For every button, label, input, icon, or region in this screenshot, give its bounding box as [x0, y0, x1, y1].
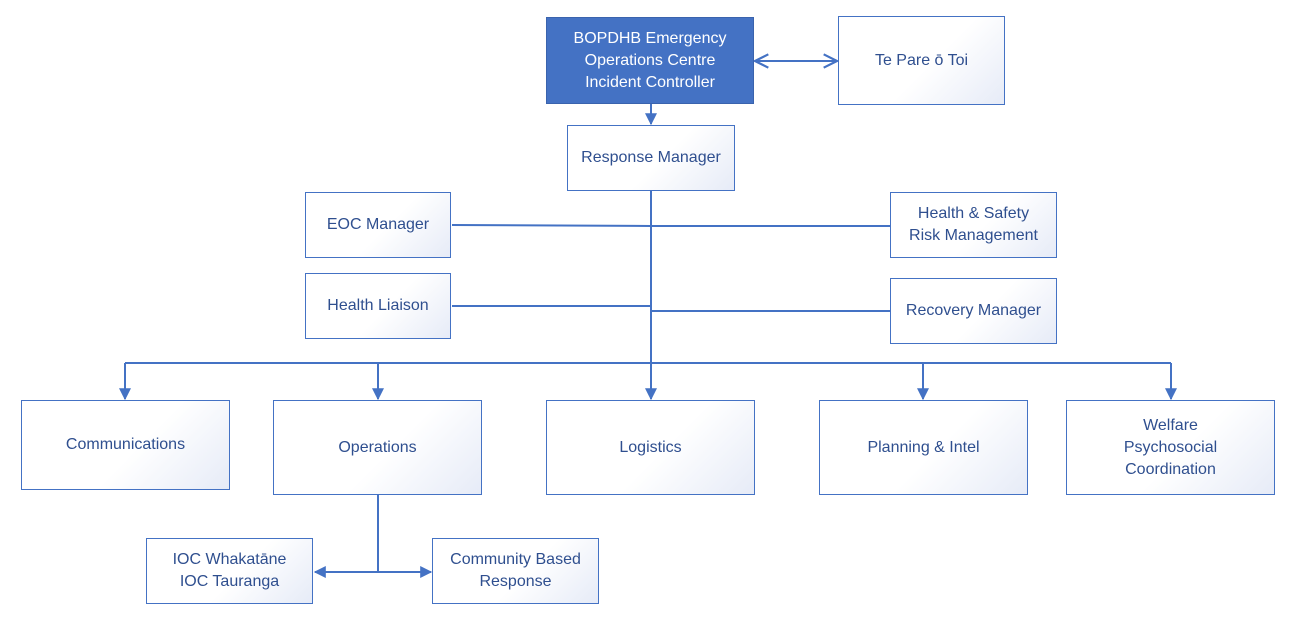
response-manager-box[interactable]: Response Manager: [567, 125, 735, 191]
eoc-manager-label: EOC Manager: [326, 216, 430, 233]
health-safety-box[interactable]: Health & Safety Risk Management: [890, 192, 1057, 258]
response-manager-label: Response Manager: [581, 149, 721, 166]
planning-intel-label: Planning & Intel: [867, 438, 980, 456]
eoc-manager-connector: [451, 224, 652, 227]
logistics-box[interactable]: Logistics: [546, 400, 755, 495]
eoc-manager-box[interactable]: EOC Manager: [305, 192, 451, 258]
health-liaison-label: Health Liaison: [327, 297, 429, 314]
community-response-label: Community Based Response: [450, 551, 581, 590]
logistics-label: Logistics: [619, 438, 682, 456]
welfare-box[interactable]: Welfare Psychosocial Coordination: [1066, 400, 1275, 495]
planning-intel-box[interactable]: Planning & Intel: [819, 400, 1028, 495]
health-liaison-box[interactable]: Health Liaison: [305, 273, 451, 339]
communications-label: Communications: [65, 436, 186, 453]
incident-controller-label: BOPDHB Emergency Operations Centre Incid…: [573, 29, 727, 91]
recovery-manager-box[interactable]: Recovery Manager: [890, 278, 1057, 344]
community-response-box[interactable]: Community Based Response: [432, 538, 599, 604]
recovery-manager-label: Recovery Manager: [905, 302, 1042, 319]
health-safety-label: Health & Safety Risk Management: [909, 205, 1038, 244]
welfare-label: Welfare Psychosocial Coordination: [1123, 416, 1218, 478]
incident-controller-box[interactable]: BOPDHB Emergency Operations Centre Incid…: [546, 17, 754, 104]
ioc-box[interactable]: IOC Whakatāne IOC Tauranga: [146, 538, 313, 604]
ioc-label: IOC Whakatāne IOC Tauranga: [172, 551, 287, 590]
te-pare-label: Te Pare ō Toi: [874, 51, 969, 69]
operations-box[interactable]: Operations: [273, 400, 482, 495]
communications-box[interactable]: Communications: [21, 400, 230, 490]
operations-label: Operations: [338, 438, 417, 456]
te-pare-box[interactable]: Te Pare ō Toi: [838, 16, 1005, 105]
